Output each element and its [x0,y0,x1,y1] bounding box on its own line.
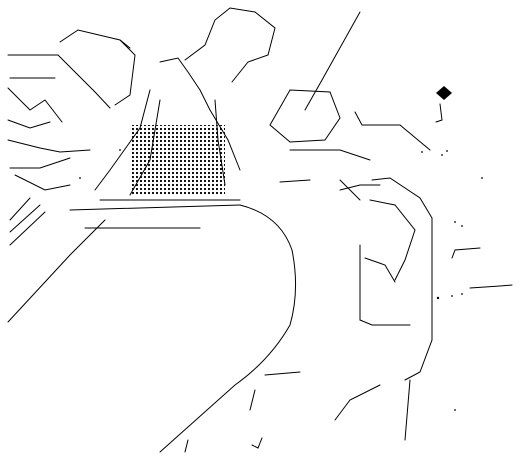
left-figure [7,29,136,323]
central-figure [69,7,276,229]
right-figure [269,89,513,441]
forearm [159,11,361,453]
small-marks [79,86,483,411]
